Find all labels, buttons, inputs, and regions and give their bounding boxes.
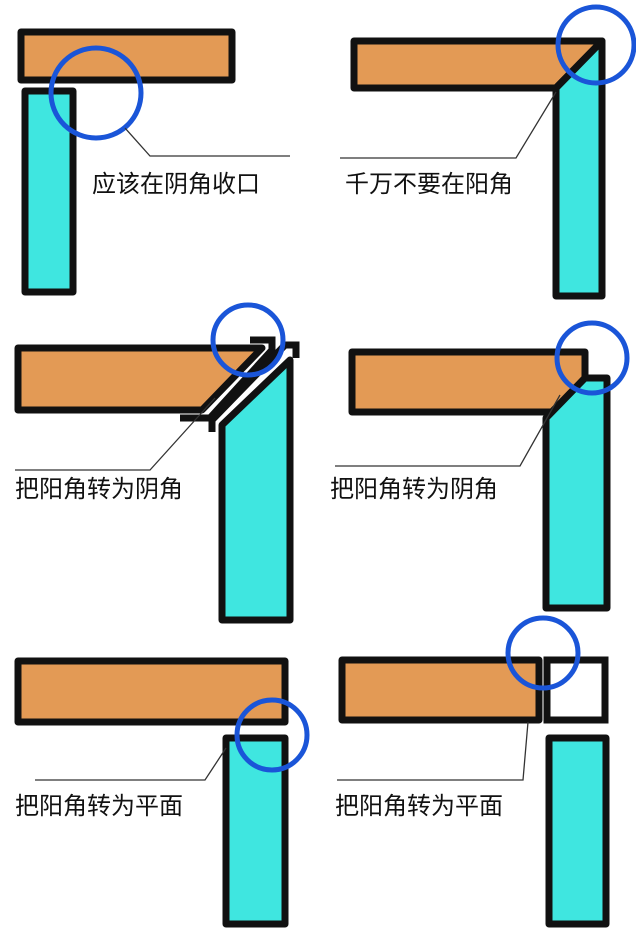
caption: 把阳角转为平面 <box>335 792 503 820</box>
caption: 把阳角转为阴角 <box>330 475 498 503</box>
tile-board <box>21 87 77 296</box>
panel-5: 把阳角转为平面 <box>14 657 310 928</box>
wood-board <box>348 348 589 416</box>
highlight-circle <box>554 320 630 396</box>
panel-4: 把阳角转为阴角 <box>330 320 630 612</box>
wood-board <box>14 344 266 414</box>
leader-line <box>340 91 557 159</box>
leader-line <box>35 747 227 781</box>
tile-board <box>552 37 606 300</box>
highlight-circle <box>48 45 144 141</box>
caption: 把阳角转为阴角 <box>15 475 183 503</box>
highlight-circle <box>505 615 581 691</box>
corner-angle-profile <box>180 336 276 422</box>
panel-3: 把阳角转为阴角 <box>14 302 300 624</box>
caption: 应该在阴角收口 <box>92 170 260 198</box>
tile-board <box>218 356 294 624</box>
leader-line <box>124 127 290 157</box>
wood-board <box>17 28 236 84</box>
highlight-circle <box>234 697 310 773</box>
leader-line <box>337 721 529 781</box>
tile-board <box>542 374 611 612</box>
caption: 把阳角转为平面 <box>15 792 183 820</box>
tile-board <box>545 734 610 928</box>
leader-line <box>335 394 561 467</box>
highlight-circle <box>555 4 636 86</box>
caption: 千万不要在阳角 <box>345 170 513 198</box>
panel-1: 应该在阴角收口 <box>17 28 290 296</box>
wood-board <box>14 657 289 726</box>
panel-6: 把阳角转为平面 <box>335 615 610 928</box>
leader-line <box>15 397 216 471</box>
panel-2: 千万不要在阳角 <box>340 4 636 300</box>
highlight-circle <box>210 302 286 378</box>
